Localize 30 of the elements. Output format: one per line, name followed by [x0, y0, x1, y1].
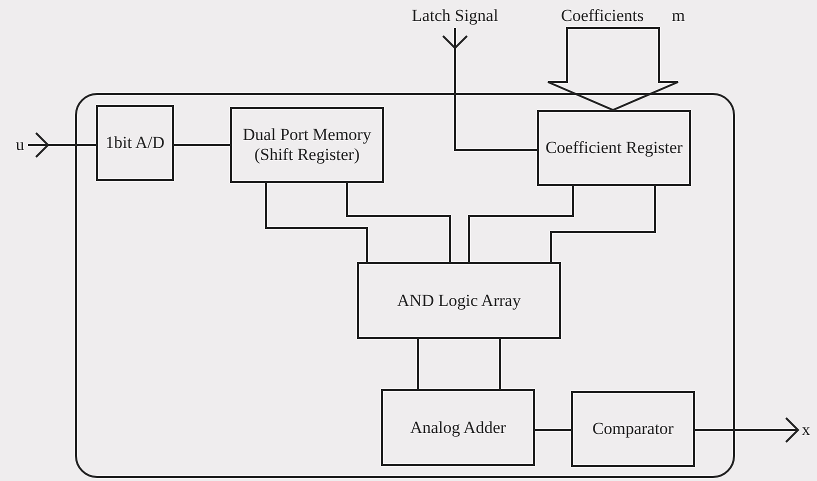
block-label: Dual Port Memory (Shift Register) — [242, 125, 372, 165]
signal-line — [535, 429, 571, 431]
system-frame — [75, 93, 735, 478]
block-label: Analog Adder — [410, 418, 506, 438]
block-label: Coefficient Register — [545, 138, 683, 158]
signal-name: Coefficients — [560, 6, 644, 26]
signal-line — [346, 183, 451, 262]
block-box — [357, 262, 561, 339]
signal-line — [499, 339, 501, 389]
arrow — [28, 132, 96, 158]
signal-line — [468, 186, 574, 262]
block-box — [230, 107, 384, 183]
block-box — [571, 391, 695, 467]
signal-line — [174, 144, 230, 146]
block-box — [537, 110, 691, 186]
signal-line — [417, 339, 419, 389]
signal-line — [265, 183, 368, 262]
signal-name: m — [672, 6, 685, 26]
signal-name: Latch Signal — [412, 6, 498, 26]
block-label: 1bit A/D — [105, 133, 165, 153]
signal-name: u — [16, 135, 24, 155]
arrow — [695, 417, 799, 443]
block-label: AND Logic Array — [397, 290, 521, 310]
block-box — [96, 105, 174, 181]
signal-line — [550, 186, 656, 262]
block-box — [381, 389, 535, 466]
arrow — [442, 28, 537, 151]
block-label: Comparator — [592, 419, 674, 439]
block-arrow — [547, 27, 679, 112]
signal-name: x — [802, 420, 810, 440]
